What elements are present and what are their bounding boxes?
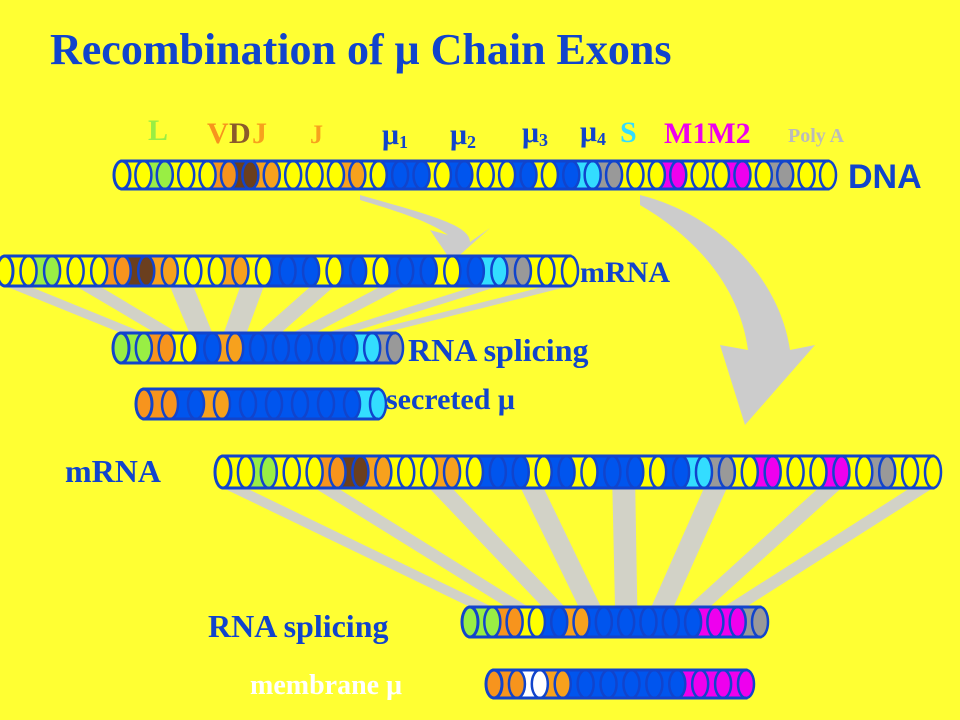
splice-fan-bottom-band [612,488,638,607]
segment-label-mu1: μ1 [382,118,409,152]
label-mrna-bottom: mRNA [65,453,161,489]
segment-label-mu3: μ3 [522,116,549,150]
tube-dna [112,159,838,191]
tube-secreted [134,387,388,421]
splice-fan-bottom-band [687,488,842,607]
splice-fan-bottom-band [429,488,565,607]
label-dna: DNA [848,158,922,196]
page-title: Recombination of μ Chain Exons [50,25,672,74]
segment-label-L: L [148,114,169,147]
splice-fan-bottom-band [651,488,727,607]
splice-fan-top-band [292,286,406,333]
tubes-layer [0,159,943,700]
arrows-layer [360,195,815,425]
splice-fan-top-band [360,286,570,333]
splice-fan-top-band [5,286,144,333]
segment-label-J2: J [310,120,323,149]
tube-mrna-bottom [213,454,943,490]
splice-fan-bottom-band [723,488,933,607]
label-secreted-mu: secreted μ [386,383,515,416]
segment-label-M1M2: M1M2 [664,117,751,150]
splice-fan-top-band [223,286,264,333]
splice-fan-top-band [258,286,335,333]
label-mrna-top: mRNA [580,256,670,289]
label-membrane-mu: membrane μ [250,670,402,701]
segment-label-D: D [229,117,251,150]
splice-fan-top-band [169,286,213,333]
arrow-dna-to-mrna-top [360,195,490,262]
splice-fan-bottom-band [520,488,602,607]
arrow-dna-to-mrna-bottom [640,195,815,425]
tube-rna-splicing-bottom [460,605,770,639]
segment-label-mu4: μ4 [580,115,607,149]
segment-label-J: J [252,117,267,150]
tube-membrane [484,668,756,700]
label-rna-splicing-top: RNA splicing [408,332,589,368]
splice-fan-top-band [75,286,179,333]
segment-label-S: S [620,116,637,149]
tube-rna-splicing-top [111,331,405,365]
tube-mrna-top [0,254,580,288]
segment-label-mu2: μ2 [450,118,477,152]
splice-fan-bottom-band [223,488,493,607]
segment-label-polyA: Poly A [788,125,845,147]
splice-fans-layer [5,286,933,607]
segment-label-V: V [207,117,229,150]
splice-fan-top-band [326,286,500,333]
splice-fan-bottom-band [314,488,529,607]
label-rna-splicing-bottom: RNA splicing [208,608,389,644]
